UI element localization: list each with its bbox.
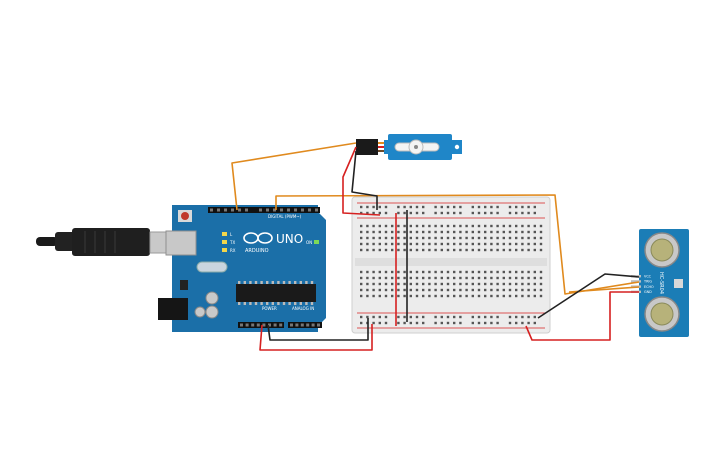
wire-sensor-vcc[interactable]: [525, 291, 639, 341]
header-pin[interactable]: [268, 323, 271, 327]
chip-pins: [238, 281, 314, 305]
header-pin[interactable]: [295, 323, 299, 327]
arduino-brand-text: ARDUINO: [245, 248, 269, 254]
header-pin[interactable]: [256, 323, 260, 327]
capacitor: [194, 306, 206, 318]
sensor-pin[interactable]: [631, 280, 641, 283]
reset-button-cap: [181, 212, 189, 220]
breadboard-holes: [360, 205, 543, 325]
header-pin[interactable]: [245, 323, 249, 327]
servo-mount-tab: [384, 140, 392, 154]
sensor-pin-label: VCC: [644, 275, 652, 279]
sensor-pin-label: ECHO: [644, 285, 654, 289]
power-label: POWER: [262, 306, 277, 311]
servo-connector: [356, 139, 378, 155]
header-pin[interactable]: [290, 323, 293, 327]
wire-servo-power[interactable]: [342, 146, 381, 216]
wire-gnd-rail[interactable]: [267, 318, 369, 341]
header-pin[interactable]: [308, 208, 311, 212]
header-pin[interactable]: [315, 208, 318, 212]
capacitor: [205, 291, 219, 305]
transducer-icon: [644, 232, 680, 268]
led-on-label: ON: [306, 240, 312, 245]
usb-cable-strain-relief: [36, 237, 58, 246]
voltage-regulator: [180, 280, 188, 290]
led-on: [314, 240, 319, 244]
header-pin[interactable]: [317, 323, 320, 327]
wire-echo[interactable]: [568, 286, 640, 293]
led-l-label: L: [230, 232, 233, 237]
header-pin[interactable]: [240, 323, 243, 327]
transducer-icon: [644, 296, 680, 332]
header-pin[interactable]: [311, 323, 315, 327]
atmega-chip: [236, 284, 316, 302]
led-tx-label: TX: [229, 240, 235, 245]
wire-servo-signal[interactable]: [231, 142, 357, 211]
header-pin[interactable]: [210, 208, 213, 212]
servo-mount-hole: [454, 144, 460, 150]
sensor-pin-label: TRIG: [643, 280, 652, 284]
arduino-logo-icon: [243, 232, 273, 244]
analog-header[interactable]: [288, 322, 322, 328]
crystal-oscillator: [196, 261, 228, 273]
header-pin[interactable]: [280, 208, 283, 212]
led-rx-label: RX: [230, 248, 236, 253]
power-jack: [158, 298, 188, 320]
wires: [231, 142, 640, 351]
usb-plug-body: [72, 228, 150, 256]
capacitor: [205, 305, 219, 319]
led-l: [222, 232, 227, 236]
header-pin[interactable]: [231, 208, 234, 212]
header-pin[interactable]: [273, 323, 277, 327]
wire-5v-rail[interactable]: [259, 324, 373, 351]
led-rx: [222, 248, 227, 252]
crystal: [674, 279, 683, 288]
header-pin[interactable]: [245, 208, 248, 212]
arduino-model-text: UNO: [276, 232, 303, 246]
analog-label: ANALOG IN: [292, 306, 314, 311]
led-tx: [222, 240, 227, 244]
header-pin[interactable]: [287, 208, 290, 212]
breadboard-center-gap: [355, 258, 547, 266]
usb-cable-neck: [55, 232, 75, 251]
header-pin[interactable]: [262, 323, 266, 327]
header-pin[interactable]: [217, 208, 220, 212]
header-pin[interactable]: [301, 208, 304, 212]
digital-label: DIGITAL (PWM~): [268, 214, 302, 219]
usb-cable[interactable]: [36, 228, 179, 256]
servo-horn-icon: [394, 139, 440, 155]
arduino-uno-board[interactable]: L TX RX ON UNO ARDUINO DIGITAL (PWM~) PO…: [158, 205, 326, 332]
sensor-model-text: HC-SR04: [658, 272, 664, 294]
header-pin[interactable]: [251, 323, 255, 327]
usb-jack: [165, 230, 197, 256]
sensor-pin-label: GND: [644, 290, 652, 294]
header-pin[interactable]: [279, 323, 283, 327]
header-pin[interactable]: [273, 208, 276, 212]
wire-sensor-gnd[interactable]: [537, 273, 640, 319]
header-pin[interactable]: [259, 208, 262, 212]
header-pin[interactable]: [300, 323, 304, 327]
header-pin[interactable]: [306, 323, 310, 327]
wire-servo-ground[interactable]: [351, 150, 378, 210]
power-header[interactable]: [238, 322, 284, 328]
header-pin[interactable]: [224, 208, 227, 212]
breadboard[interactable]: [351, 196, 551, 334]
header-pin[interactable]: [238, 208, 241, 212]
header-pin[interactable]: [294, 208, 297, 212]
servo-motor[interactable]: [356, 134, 462, 160]
digital-header[interactable]: [208, 207, 320, 213]
header-pin[interactable]: [266, 208, 269, 212]
